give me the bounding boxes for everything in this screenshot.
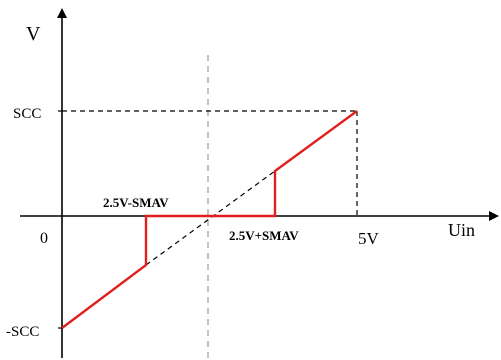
x-axis-label: Uin bbox=[448, 220, 475, 240]
transfer-curve bbox=[61, 110, 358, 329]
ideal-diagonal-dashed bbox=[145, 170, 276, 266]
neg-scc-label: -SCC bbox=[6, 324, 39, 340]
y-axis-label: V bbox=[26, 23, 41, 45]
origin-label: 0 bbox=[40, 230, 48, 247]
lower-threshold-label: 2.5V-SMAV bbox=[103, 195, 169, 210]
scc-label: SCC bbox=[13, 106, 41, 122]
five-v-label: 5V bbox=[358, 229, 380, 248]
upper-threshold-label: 2.5V+SMAV bbox=[229, 228, 299, 243]
